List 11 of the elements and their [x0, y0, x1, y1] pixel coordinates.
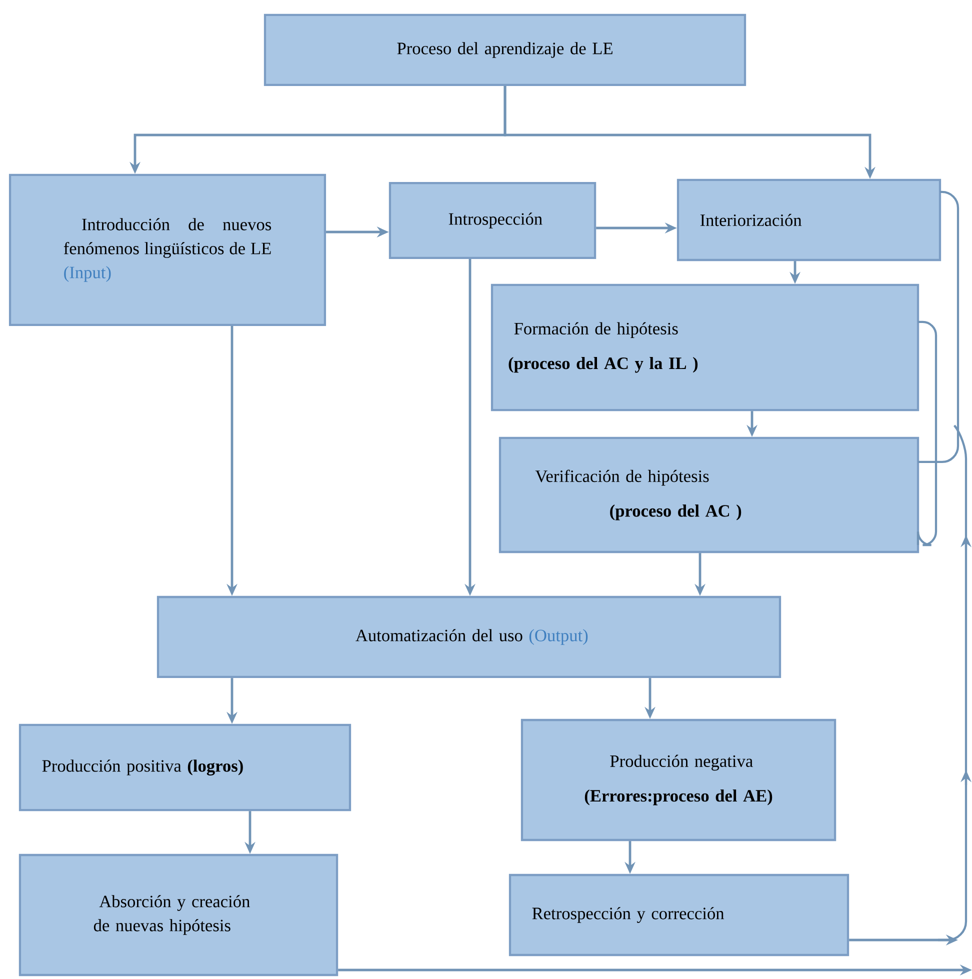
process-box: Formación de hipótesis (proceso del AC y la IL )	[490, 284, 920, 412]
process-box: Verificación de hipótesis (proceso del AC )	[498, 436, 920, 554]
process-box: Retrospección y corrección	[508, 874, 850, 956]
process-box: Producción negativa (Errores:proceso del AE)	[520, 718, 836, 842]
process-box: Interiorización	[676, 178, 942, 262]
process-box: Absorción y creación de nuevas hipótesis	[18, 854, 338, 976]
process-box: Producción positiva (logros)	[18, 724, 352, 812]
process-box: Automatización del uso (Output)	[156, 596, 782, 678]
process-box: Proceso del aprendizaje de LE	[264, 14, 746, 86]
process-box: Introspección	[388, 182, 596, 260]
process-box: Introducción de nuevos fenómenos lingüísticos de LE (Input)	[8, 174, 326, 326]
